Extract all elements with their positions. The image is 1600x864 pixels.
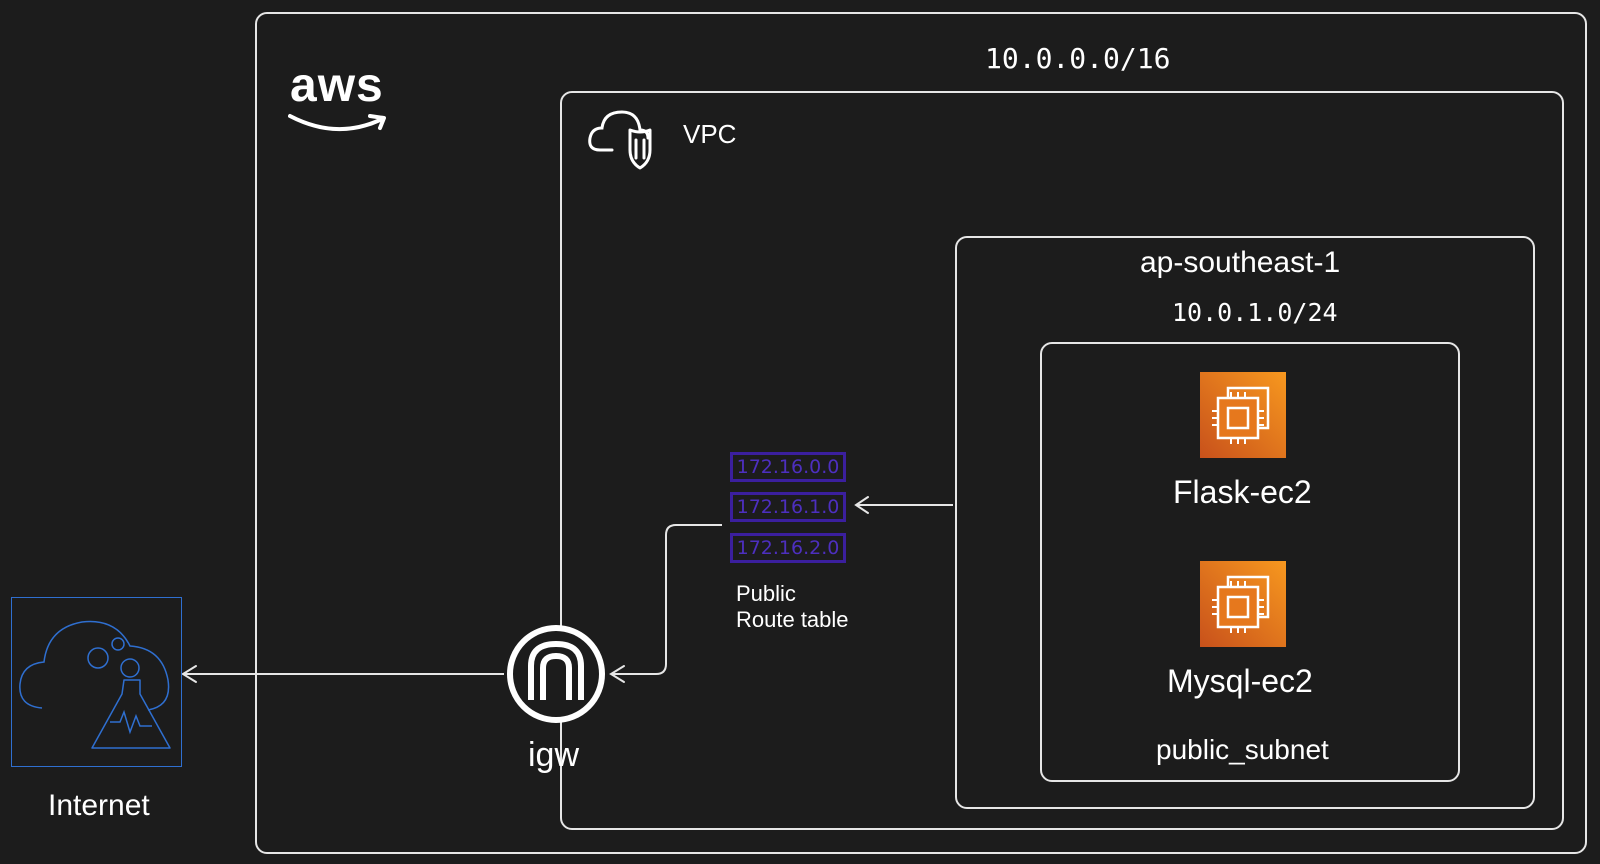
route-table-label-line2: Route table xyxy=(736,607,849,632)
route-table-label-line1: Public xyxy=(736,581,796,606)
vpc-cloud-shield-icon xyxy=(588,110,652,170)
igw-label: igw xyxy=(528,736,580,774)
region-container xyxy=(955,236,1535,809)
ec2-chip-icon xyxy=(1212,386,1270,444)
aws-logo-text: aws xyxy=(290,59,384,112)
ec2-chip-icon xyxy=(1212,575,1270,633)
route-table-row: 172.16.0.0 xyxy=(730,452,846,482)
cloud-cidr-label: 10.0.0.0/16 xyxy=(985,42,1171,75)
internet-label: Internet xyxy=(48,789,150,822)
aws-logo: aws xyxy=(288,58,398,138)
public-subnet-label: public_subnet xyxy=(1156,734,1329,765)
vpc-label: VPC xyxy=(683,119,737,149)
aws-cloud-container xyxy=(255,12,1587,854)
region-name-label: ap-southeast-1 xyxy=(1140,246,1341,279)
flask-ec2-label: Flask-ec2 xyxy=(1173,474,1312,510)
region-cidr-label: 10.0.1.0/24 xyxy=(1172,298,1338,327)
internet-gateway-icon xyxy=(507,625,605,723)
internet-node xyxy=(11,597,182,767)
route-table-row: 172.16.1.0 xyxy=(730,492,846,522)
vpc-container xyxy=(560,91,1564,830)
route-table-row: 172.16.2.0 xyxy=(730,533,846,563)
mysql-ec2-label: Mysql-ec2 xyxy=(1167,663,1313,699)
aws-smile-icon xyxy=(288,114,386,131)
flask-ec2-icon xyxy=(1200,372,1286,458)
cloud-lab-icon xyxy=(19,620,171,749)
public-subnet-container xyxy=(1040,342,1460,782)
mysql-ec2-icon xyxy=(1200,561,1286,647)
